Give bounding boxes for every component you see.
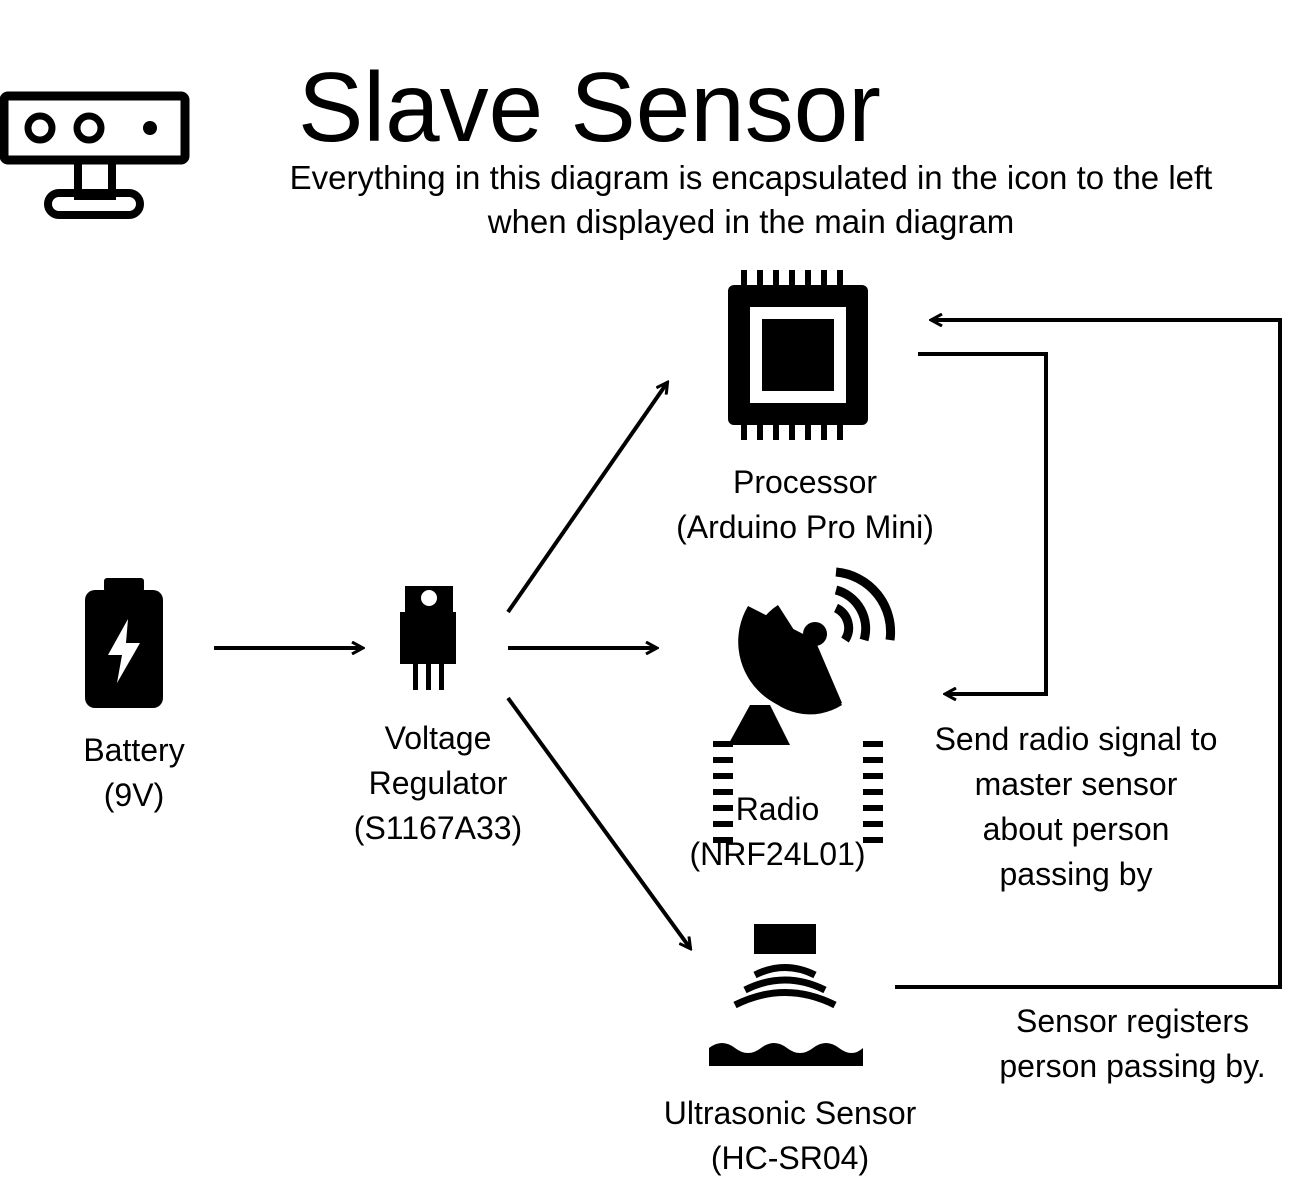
regulator-model: (S1167A33): [353, 810, 523, 846]
arrow-regulator-to-processor: [506, 383, 667, 614]
regulator-label: Voltage Regulator (S1167A33): [318, 716, 558, 851]
battery-model: (9V): [103, 777, 165, 813]
chip-pin: [789, 270, 795, 290]
battery-name: Battery: [83, 732, 185, 768]
ultrasonic-name: Ultrasonic Sensor: [663, 1095, 917, 1131]
arrow-ultrasonic-to-processor: [895, 320, 1282, 989]
chip-pin: [805, 270, 811, 290]
chip-pin: [713, 837, 733, 843]
ultrasonic-label: Ultrasonic Sensor (HC-SR04): [620, 1091, 960, 1181]
sensor-registers-line-1: Sensor registers: [1016, 1003, 1249, 1039]
regulator-name-line-1: Voltage: [384, 720, 492, 756]
radio-model: (NRF24L01): [689, 836, 866, 872]
radio-label: Radio (NRF24L01): [650, 787, 905, 877]
processor-name: Processor: [732, 464, 878, 500]
chip-pin: [837, 420, 843, 440]
ultrasonic-sensor-icon: [709, 924, 863, 1066]
chip-pin: [713, 805, 733, 811]
chip-pin: [741, 420, 747, 440]
chip-pin: [863, 757, 883, 763]
slave-sensor-device-icon: [0, 91, 190, 219]
page-title: Slave Sensor: [298, 52, 881, 162]
chip-pin: [789, 420, 795, 440]
processor-model: (Arduino Pro Mini): [676, 509, 934, 545]
chip-pin: [821, 420, 827, 440]
chip-pin: [863, 741, 883, 747]
chip-pin: [773, 420, 779, 440]
radio-name: Radio: [735, 791, 820, 827]
radio-signal-line-3: about person: [982, 811, 1170, 847]
voltage-regulator-icon: [400, 586, 456, 690]
chip-pin: [713, 757, 733, 763]
subtitle: Everything in this diagram is encapsulat…: [251, 156, 1251, 244]
radio-signal-line-2: master sensor: [974, 766, 1178, 802]
chip-pin: [757, 420, 763, 440]
subtitle-line-2: when displayed in the main diagram: [487, 203, 1015, 240]
chip-pin: [713, 773, 733, 779]
sensor-registers-line-2: person passing by.: [999, 1048, 1266, 1084]
subtitle-line-1: Everything in this diagram is encapsulat…: [289, 159, 1213, 196]
chip-pin: [713, 789, 733, 795]
regulator-name-line-2: Regulator: [368, 765, 508, 801]
radio-signal-line-1: Send radio signal to: [934, 721, 1218, 757]
chip-pin: [821, 270, 827, 290]
chip-pin: [713, 741, 733, 747]
chip-pin: [863, 789, 883, 795]
chip-pin: [713, 821, 733, 827]
sensor-registers-annotation: Sensor registers person passing by.: [970, 999, 1295, 1089]
cpu-chip-icon: [713, 270, 883, 843]
battery-label: Battery (9V): [44, 728, 224, 818]
ultrasonic-model: (HC-SR04): [710, 1140, 870, 1176]
chip-pin: [837, 270, 843, 290]
chip-pin: [863, 773, 883, 779]
chip-pin: [805, 420, 811, 440]
radio-signal-line-4: passing by: [999, 856, 1153, 892]
arrow-regulator-to-ultrasonic: [506, 696, 690, 948]
chip-pin: [757, 270, 763, 290]
chip-pin: [863, 821, 883, 827]
radio-signal-annotation: Send radio signal to master sensor about…: [905, 717, 1247, 897]
battery-icon: [85, 578, 163, 708]
chip-pin: [863, 837, 883, 843]
chip-pin: [863, 805, 883, 811]
chip-pin: [741, 270, 747, 290]
chip-pin: [773, 270, 779, 290]
arrow-processor-to-radio: [918, 352, 1048, 694]
processor-label: Processor (Arduino Pro Mini): [640, 460, 970, 550]
satellite-dish-icon: [728, 567, 896, 745]
